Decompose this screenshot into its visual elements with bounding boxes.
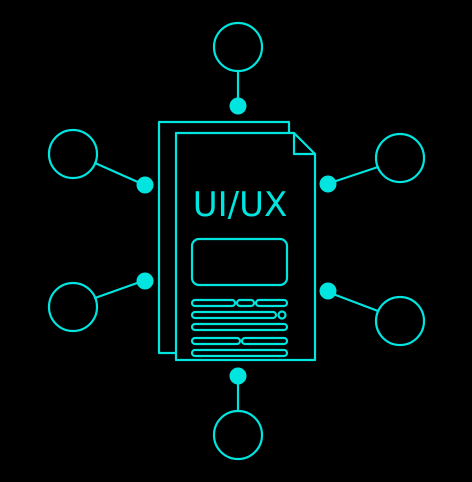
network-node-lower-right [319, 282, 426, 347]
network-node-upper-right [319, 132, 426, 193]
front-document: UI/UX [174, 131, 317, 362]
network-node-lower-left [47, 272, 154, 333]
network-node-top [212, 21, 264, 115]
network-node-upper-left [47, 128, 154, 194]
network-connectors [47, 21, 426, 461]
back-document [157, 120, 291, 355]
document-title: UI/UX [193, 185, 288, 225]
image-placeholder [190, 237, 289, 287]
network-node-bottom [212, 367, 264, 461]
text-lines [190, 298, 289, 358]
